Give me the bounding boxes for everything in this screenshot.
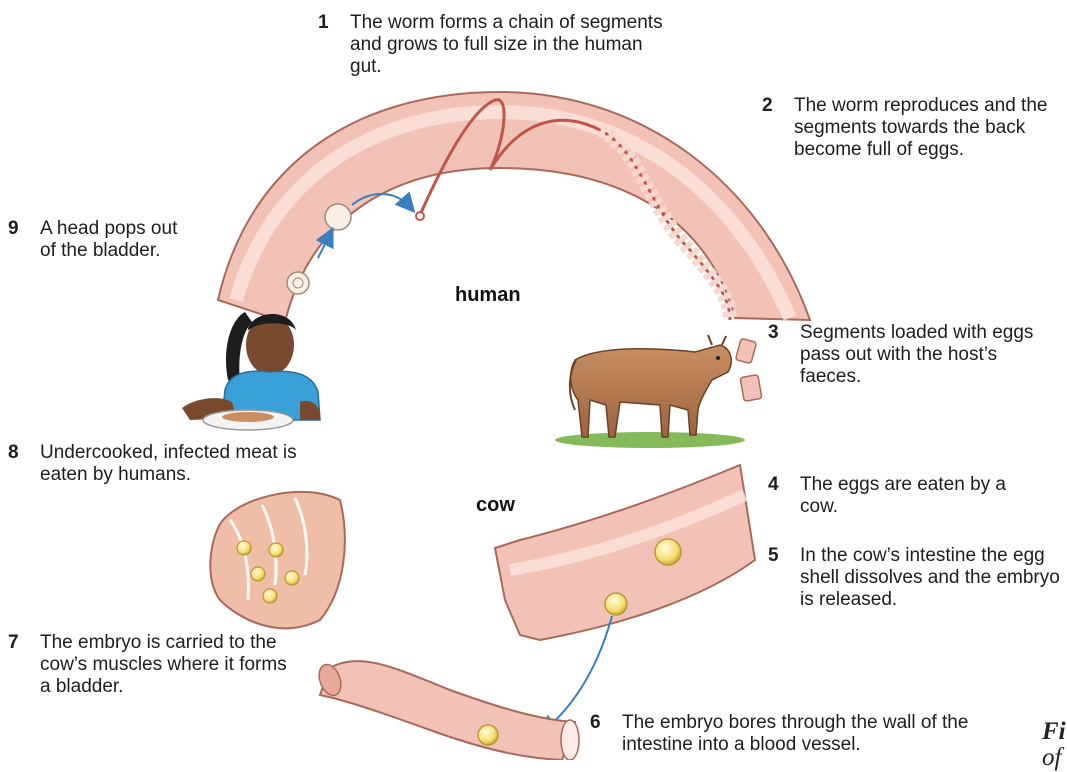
step-1-text: The worm forms a chain of segments and g… — [350, 12, 678, 78]
step-3-text: Segments loaded with eggs pass out with … — [800, 322, 1058, 388]
step-6: 6 The embryo bores through the wall of t… — [590, 712, 975, 756]
step-1: 1 The worm forms a chain of segments and… — [318, 12, 678, 78]
step-7-number: 7 — [8, 632, 19, 654]
figure-caption-line2: of — [1042, 744, 1061, 772]
figure-caption-line1: Fi — [1042, 718, 1066, 746]
cow-intestine — [495, 465, 755, 730]
step-5: 5 In the cow’s intestine the egg shell d… — [768, 545, 1064, 611]
person-eating — [182, 312, 320, 430]
step-2-text: The worm reproduces and the segments tow… — [794, 95, 1062, 161]
step-4: 4 The eggs are eaten by a cow. — [768, 474, 1008, 518]
infected-muscle — [210, 492, 344, 628]
step-8-number: 8 — [8, 442, 19, 464]
step-8-text: Undercooked, infected meat is eaten by h… — [40, 442, 348, 486]
host-label-human: human — [455, 284, 521, 307]
cow-illustration — [555, 335, 745, 448]
step-8: 8 Undercooked, infected meat is eaten by… — [8, 442, 348, 486]
blood-vessel — [315, 661, 579, 760]
step-5-text: In the cow’s intestine the egg shell dis… — [800, 545, 1064, 611]
step-4-text: The eggs are eaten by a cow. — [800, 474, 1008, 518]
step-9: 9 A head pops out of the bladder. — [8, 218, 183, 262]
step-5-number: 5 — [768, 545, 779, 567]
step-7: 7 The embryo is carried to the cow’s mus… — [8, 632, 288, 698]
step-2: 2 The worm reproduces and the segments t… — [762, 95, 1062, 161]
step-2-number: 2 — [762, 95, 773, 117]
step-9-text: A head pops out of the bladder. — [40, 218, 183, 262]
step-9-number: 9 — [8, 218, 19, 240]
step-6-text: The embryo bores through the wall of the… — [622, 712, 975, 756]
proglottids — [735, 338, 762, 401]
step-1-number: 1 — [318, 12, 329, 34]
step-7-text: The embryo is carried to the cow’s muscl… — [40, 632, 288, 698]
step-3: 3 Segments loaded with eggs pass out wit… — [768, 322, 1058, 388]
host-label-cow: cow — [476, 494, 515, 517]
step-4-number: 4 — [768, 474, 779, 496]
step-3-number: 3 — [768, 322, 779, 344]
step-6-number: 6 — [590, 712, 601, 734]
